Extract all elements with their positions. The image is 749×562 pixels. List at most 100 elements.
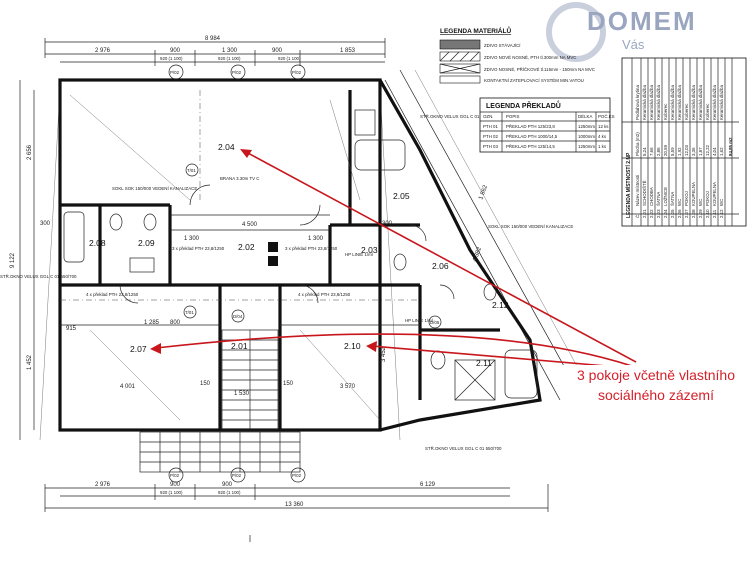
lintel-header-4: POČ.KS — [598, 114, 615, 119]
outer-walls — [58, 78, 542, 432]
dim-top-5: 1 853 — [340, 48, 356, 54]
dim-inner-1862: 1 862 — [478, 184, 489, 201]
dim-bottom-4: 6 129 — [420, 482, 436, 488]
dim-inner-4500: 4 500 — [242, 222, 258, 228]
lintel-r3-c1: PTH 03 — [483, 144, 498, 149]
rooms-r4-c1: 2.04 — [663, 209, 668, 218]
rooms-r1-c4: Keramická dlažba — [642, 85, 647, 120]
brana-label: BRANA 3.30m TV C — [220, 176, 259, 181]
lintel-r2-c3: 1000mm — [578, 134, 595, 139]
tag-t01-2: T/01 — [185, 310, 194, 315]
room-2-07: 2.07 — [130, 344, 147, 354]
top-dimension-lines: 8 984 2 976 900 1 300 900 1 853 920 (1 1… — [44, 36, 386, 66]
dim-inner-300b: 300 — [382, 221, 393, 227]
callout-line-1: 3 pokoje včetně vlastního — [577, 367, 735, 383]
dim-bottom-6: 920 (1 100) — [218, 490, 241, 495]
room-2-03: 2.03 — [361, 245, 378, 255]
tag-p02-3: P/02 — [292, 70, 302, 75]
room-2-04: 2.04 — [218, 142, 235, 152]
rooms-r9-c1: 2.09 — [698, 209, 703, 218]
dim-inner-3452: 3 452 — [381, 346, 387, 362]
sanitary-fixtures — [63, 109, 538, 401]
bottom-dimension-lines: 2 976 900 900 6 129 920 (1 100) 920 (1 1… — [44, 482, 549, 542]
rooms-r9-c4: Keramická dlažba — [698, 85, 703, 120]
opening-tags: P/02 P/02 P/02 P/02 P/02 P/02 T/01 T/01 … — [168, 64, 442, 483]
left-dimension-lines: 9 122 2 656 1 452 — [10, 80, 35, 440]
hp-line-label-2: HP LINIE 1/ml — [405, 318, 433, 323]
plan-annotations: STŘ.OKNO VELUX GGL C 01 550/700 STŘ.OKNO… — [0, 114, 573, 451]
legend-materials: LEGENDA MATERIÁLŮ ZDIVO STÁVAJÍCÍ ZDIVO … — [439, 25, 595, 84]
rooms-r1-c2: SCHODIŠTĚ — [642, 180, 647, 206]
rooms-r12-c1: 2.12 — [719, 209, 724, 218]
room-2-01: 2.01 — [231, 341, 248, 351]
legend-rooms: LEGENDA MÍSTNOSTÍ 2.NP Č. Název místnost… — [621, 57, 747, 227]
legend-rooms-title: LEGENDA MÍSTNOSTÍ 2.NP — [624, 152, 632, 218]
dim-inner-1285: 1 285 — [144, 320, 160, 326]
dim-inner-150a: 150 — [200, 381, 211, 387]
rooms-r6-c2: WC — [677, 199, 682, 206]
lintel-r1-c3: 1250mm — [578, 124, 595, 129]
rooms-r2-c1: 2.02 — [649, 209, 654, 218]
room-2-12: 2.12 — [492, 300, 509, 310]
entry-steps — [139, 431, 301, 473]
rooms-r2-c4: Keramická dlažba — [649, 85, 654, 120]
rooms-r2-c2: CHODBA — [649, 187, 654, 206]
rooms-r10-c4: Koberec — [705, 103, 710, 120]
rooms-r7-c4: Koberec — [684, 103, 689, 120]
rooms-r11-c1: 2.11 — [712, 209, 717, 218]
rooms-r10-c3: 12,22 — [705, 144, 710, 156]
preklad-label-2: 3 x překlad PTH 23,8/1250 — [285, 246, 338, 251]
velux-left-label: STŘ.OKNO VELUX GGL C 01 550/700 — [0, 274, 77, 279]
rooms-header-name: Název místnosti — [635, 175, 640, 206]
legend-lintels: LEGENDA PŘEKLADŮ OZN. POPIS DÉLKA POČ.KS… — [479, 97, 615, 153]
dim-top-1: 2 976 — [95, 48, 111, 54]
rooms-r8-c1: 2.08 — [691, 209, 696, 218]
roof-lines — [39, 69, 591, 441]
rooms-r10-c2: POKOJ — [705, 191, 710, 206]
callout-arrows — [150, 149, 637, 369]
dim-bottom-1: 2 976 — [95, 482, 111, 488]
dim-top-3: 1 300 — [222, 48, 238, 54]
doors — [119, 184, 455, 304]
rooms-total: 84,85 m2 — [728, 137, 733, 156]
legend-material-2: ZDIVO NOVÉ NOSNÉ, PTH tl.300mm NA MVC — [484, 55, 576, 60]
callout-line-2: sociálného zázemí — [598, 387, 714, 403]
dim-inner-3570: 3 570 — [340, 384, 356, 390]
dim-top-6: 920 (1 100) — [160, 56, 183, 61]
rooms-r11-c3: 4,04 — [712, 147, 717, 156]
rooms-r3-c1: 2.03 — [656, 209, 661, 218]
rooms-r6-c4: Keramická dlažba — [677, 85, 682, 120]
dim-bottom-total: 13 360 — [285, 502, 304, 508]
legend-material-1: ZDIVO STÁVAJÍCÍ — [484, 43, 521, 48]
lintel-r3-c2: PŘEKLAD PTH 125/14,5 — [506, 144, 555, 149]
room-numbers: 2.04 2.05 2.08 2.09 2.02 2.03 2.06 2.12 … — [89, 142, 509, 368]
inner-partitions — [60, 90, 420, 421]
legend-lintels-title: LEGENDA PŘEKLADŮ — [486, 100, 561, 110]
dim-inner-800: 800 — [170, 320, 181, 326]
rooms-r1-c3: 5,24 — [642, 147, 647, 156]
rooms-r3-c2: ŠATNA — [656, 192, 661, 206]
dim-top-7: 920 (1 100) — [218, 56, 241, 61]
lintel-header-2: POPIS — [506, 114, 519, 119]
sokl-left-label: SOKL SOK 150/000 VEDENÍ KANALIZACE — [112, 186, 197, 191]
lintel-r1-c1: PTH 01 — [483, 124, 498, 129]
rooms-r9-c2: WC — [698, 199, 703, 206]
watermark-person-icon — [546, 2, 606, 62]
rooms-header-floor: Podlahová krytina — [635, 85, 640, 120]
rooms-r4-c3: 20,59 — [663, 144, 668, 156]
watermark-sub: Vás — [622, 37, 645, 52]
legend-material-3: ZDIVO NOSNÉ, PŘÍČKOVÉ tl.115mm - 150mm N… — [484, 67, 595, 72]
tag-t01-1: T/01 — [187, 168, 196, 173]
rooms-r7-c1: 2.07 — [684, 209, 689, 218]
rooms-r6-c1: 2.06 — [677, 209, 682, 218]
dim-left-1: 2 656 — [27, 144, 33, 160]
tag-p02-5: P/02 — [232, 473, 242, 478]
dim-inner-4001: 4 001 — [120, 384, 136, 390]
dim-inner-4382: 4 382 — [472, 246, 483, 263]
room-2-05: 2.05 — [393, 191, 410, 201]
room-2-08: 2.08 — [89, 238, 106, 248]
rooms-r8-c4: Keramická dlažba — [691, 85, 696, 120]
sokl-right-label: SOKL SOK 150/000 VEDENÍ KANALIZACE — [488, 224, 573, 229]
legend-materials-title: LEGENDA MATERIÁLŮ — [440, 25, 511, 35]
